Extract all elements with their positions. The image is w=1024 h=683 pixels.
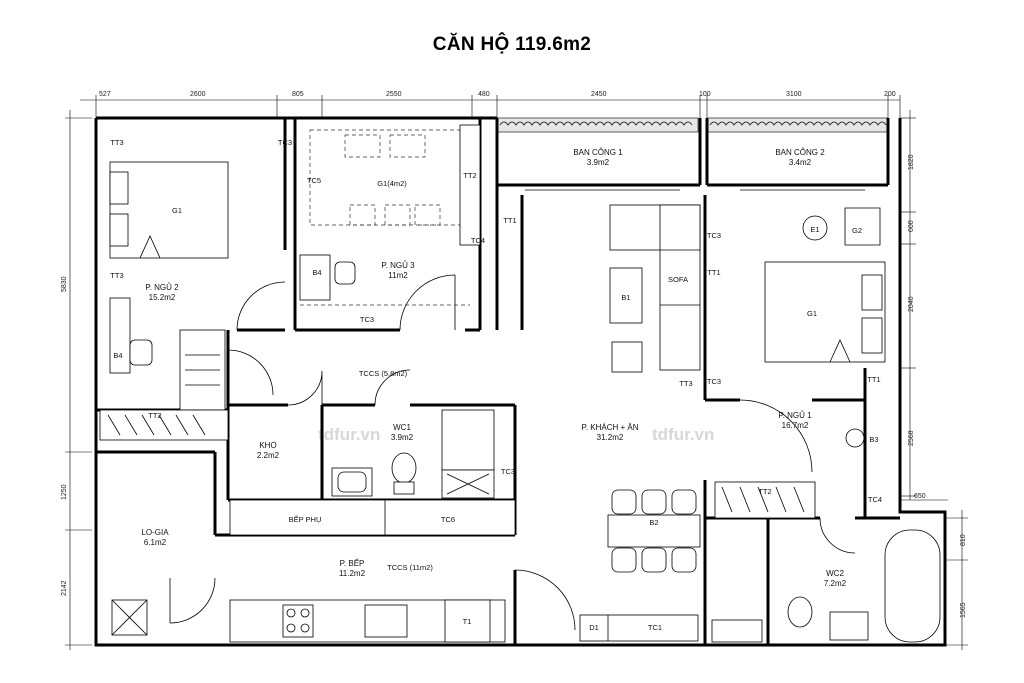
door-swings [169, 274, 856, 631]
room-wc2-area: 7.2m2 [824, 579, 847, 588]
dim-top-2: 2600 [190, 91, 206, 98]
dim-left-1: 5830 [61, 276, 68, 292]
label-tt2-bedroom2: TT2 [148, 411, 161, 420]
room-storage-name: KHO [259, 441, 276, 450]
label-tt2-bedroom3: TT2 [463, 171, 476, 180]
label-tccs-upper: TCCS (5.8m2) [359, 369, 408, 378]
dim-right-1: 1820 [908, 154, 915, 170]
room-kitchen-area: 11.2m2 [339, 569, 366, 578]
label-b4-bedroom2: B4 [113, 351, 122, 360]
room-bedroom3-name: P. NGỦ 3 [381, 261, 415, 270]
dim-top-4: 2550 [386, 91, 402, 98]
label-tt3-living: TT3 [679, 379, 692, 388]
label-tc3-bedroom1-bottom: TC3 [707, 377, 721, 386]
label-sofa: SOFA [668, 275, 688, 284]
room-bedroom1-area: 16.7m2 [782, 421, 809, 430]
dim-top-9: 200 [884, 91, 896, 98]
watermark-left: tdfur.vn [318, 425, 380, 444]
room-bedroom3-area: 11m2 [388, 271, 408, 280]
room-living-name: P. KHÁCH + ĂN [582, 423, 639, 432]
room-kitchen-name: P. BẾP [340, 558, 365, 568]
room-wc1-name: WC1 [393, 423, 411, 432]
dim-top-8: 3100 [786, 91, 802, 98]
label-e1: E1 [810, 225, 819, 234]
label-b3: B3 [869, 435, 878, 444]
label-d1: D1 [589, 623, 599, 632]
label-g1-bedroom1: G1 [807, 309, 817, 318]
room-balcony1-name: BAN CÔNG 1 [573, 148, 623, 157]
label-tc3-top: TC3 [278, 138, 292, 147]
left-dimension-line [65, 110, 92, 650]
label-g1-4m2: G1(4m2) [377, 179, 407, 188]
room-bedroom2-name: P. NGỦ 2 [145, 283, 179, 292]
room-bedroom2-area: 15.2m2 [149, 293, 176, 302]
dim-right-5: 650 [914, 493, 926, 500]
label-tt1-right: TT1 [867, 375, 880, 384]
label-g1-bedroom2: G1 [172, 206, 182, 215]
dim-right-7: 1565 [960, 602, 967, 618]
label-tt3-mid: TT3 [110, 271, 123, 280]
room-living-area: 31.2m2 [597, 433, 624, 442]
label-tc4-bedroom3: TC4 [471, 236, 485, 245]
room-wc2-name: WC2 [826, 569, 844, 578]
room-balcony2-area: 3.4m2 [789, 158, 812, 167]
right-dimension-line [900, 110, 968, 650]
dim-top-6: 2450 [591, 91, 607, 98]
label-tc3-wc1: TC3 [501, 467, 515, 476]
watermark-right: tdfur.vn [652, 425, 714, 444]
label-tccs-lower: TCCS (11m2) [387, 563, 433, 572]
dim-top-1: 527 [99, 91, 111, 98]
label-tc4-bedroom1: TC4 [868, 495, 882, 504]
dim-right-2: 600 [908, 220, 915, 232]
label-b2: B2 [649, 518, 658, 527]
label-tc3-bedroom1-top: TC3 [707, 231, 721, 240]
room-balcony1-area: 3.9m2 [587, 158, 610, 167]
dim-right-6: 810 [960, 534, 967, 546]
label-tc6: TC6 [441, 515, 455, 524]
label-tc1: TC1 [648, 623, 662, 632]
furniture [99, 124, 941, 643]
balcony-planters [496, 117, 889, 133]
page-title: CĂN HỘ 119.6m2 [432, 34, 592, 55]
label-g2: G2 [852, 226, 862, 235]
dim-left-3: 2142 [61, 580, 68, 596]
label-b4-bedroom3: B4 [312, 268, 321, 277]
label-tc5: TC5 [307, 176, 321, 185]
room-storage-area: 2.2m2 [257, 451, 280, 460]
label-tt1-living: TT1 [503, 216, 516, 225]
dim-left-2: 1250 [61, 484, 68, 500]
label-bep-phu: BẾP PHỤ [289, 514, 322, 524]
label-tt3-top: TT3 [110, 138, 123, 147]
top-dimension-line [80, 95, 901, 118]
room-wc1-area: 3.9m2 [391, 433, 414, 442]
room-logia-area: 6.1m2 [144, 538, 167, 547]
dim-right-3: 2040 [908, 296, 915, 312]
label-tt1-bedroom1: TT1 [707, 268, 720, 277]
label-t1: T1 [463, 617, 472, 626]
dim-top-5: 480 [478, 91, 490, 98]
room-bedroom1-name: P. NGỦ 1 [778, 411, 812, 420]
room-logia-name: LO-GIA [141, 528, 169, 537]
label-b1: B1 [621, 293, 630, 302]
dim-top-3: 805 [292, 91, 304, 98]
label-tt2-bedroom1: TT2 [758, 487, 771, 496]
room-balcony2-name: BAN CÔNG 2 [775, 148, 825, 157]
dim-top-7: 100 [699, 91, 711, 98]
label-tc3-bedroom3: TC3 [360, 315, 374, 324]
dim-right-4: 2568 [908, 430, 915, 446]
